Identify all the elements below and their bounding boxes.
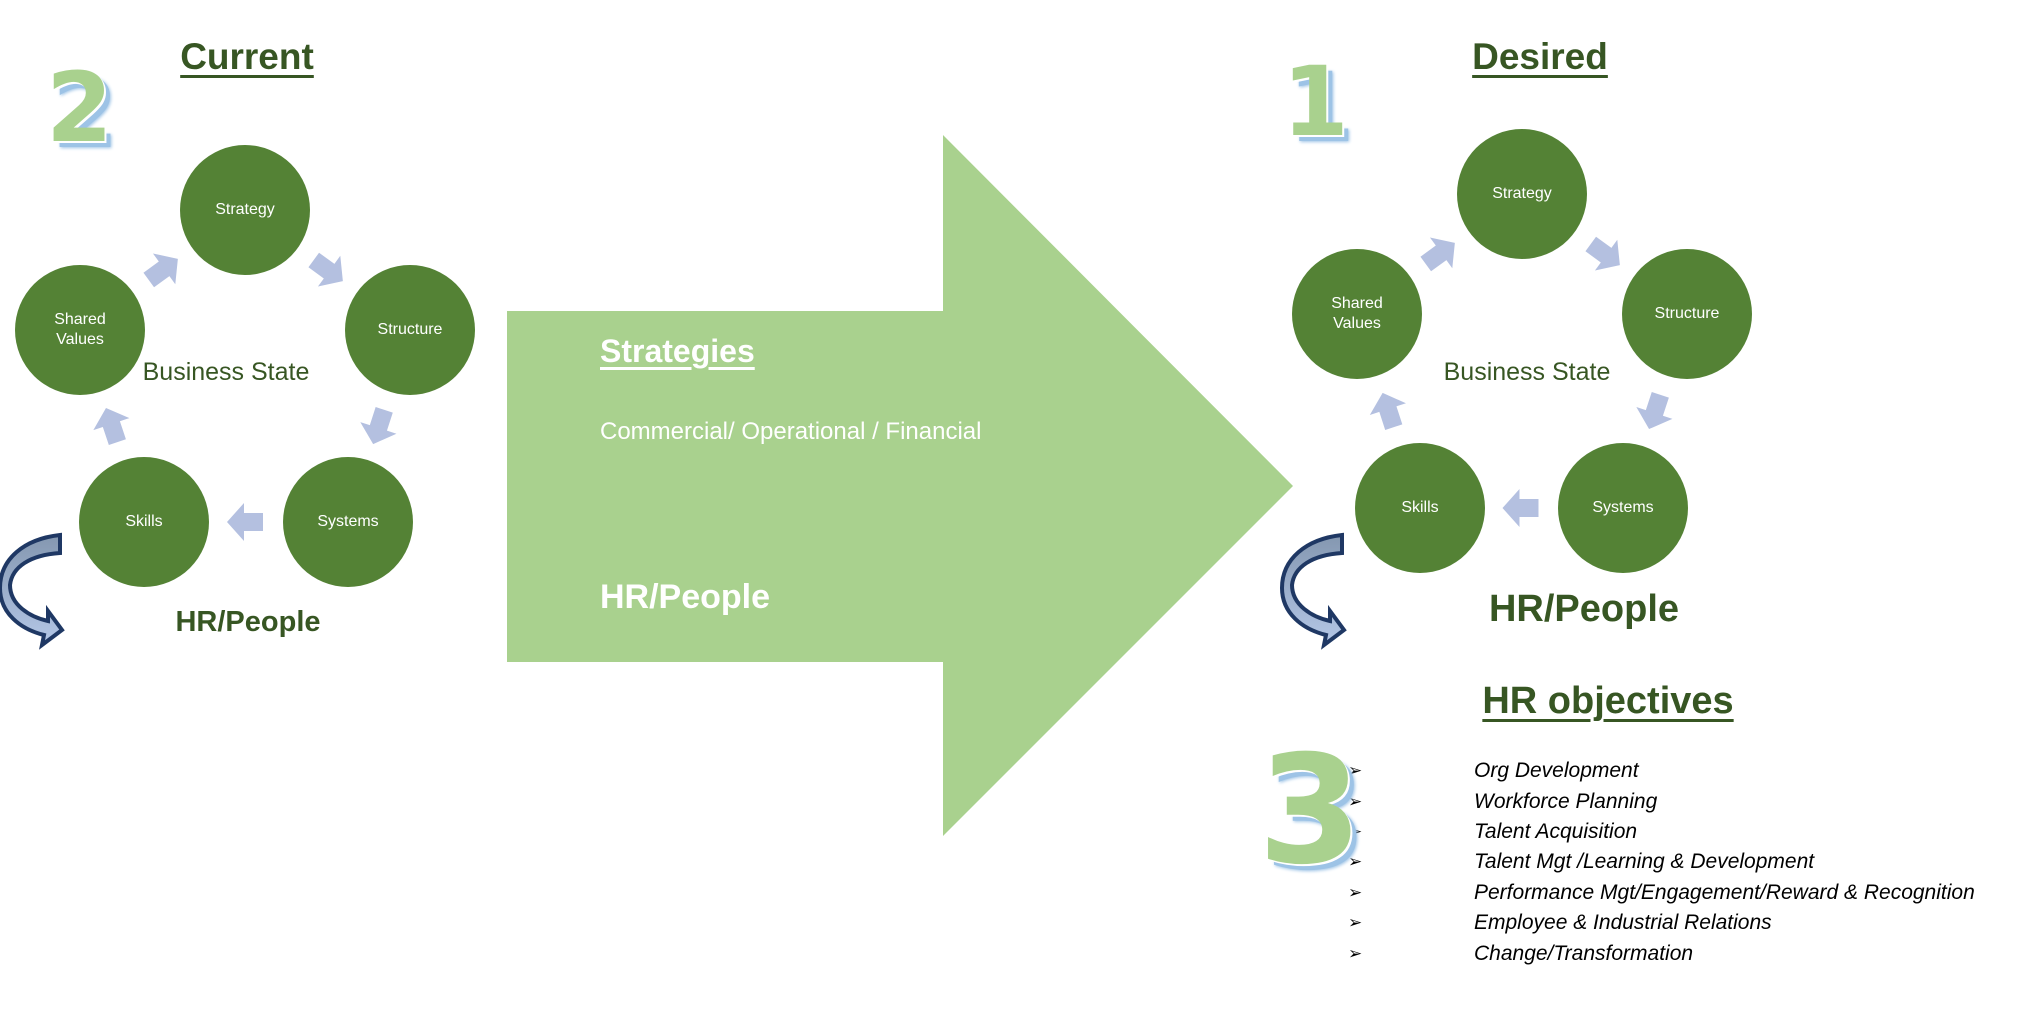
current-cycle-arrow-icon [93,407,130,445]
desired-cycle-arrow-icon [1420,237,1455,272]
desired-cycle-arrow-icon [1502,489,1539,527]
strategies-subtitle: Commercial/ Operational / Financial [600,418,982,445]
current-node-systems: Systems [283,457,413,587]
desired-cycle-arrow-icon [1585,236,1620,271]
arrow-bullet-icon: ➢ [1348,852,1363,872]
objective-text: Org Development [1474,759,1639,783]
step-number-3: 3 [1258,724,1363,898]
desired-node-strategy: Strategy [1457,129,1587,259]
objective-text: Talent Acquisition [1474,819,1638,843]
current-node-shared-values: Shared Values [15,265,145,395]
current-node-structure: Structure [345,265,475,395]
arrow-bullet-icon: ➢ [1348,821,1363,841]
desired-heading: Desired [1472,36,1608,77]
current-cycle-arrow-icon [143,253,178,288]
desired-node-systems: Systems [1558,443,1688,573]
list-item: ➢ Talent Acquisition [1340,817,1975,847]
arrow-bullet-icon: ➢ [1348,761,1363,781]
list-item: ➢ Org Development [1340,756,1975,786]
current-hr-people-label: HR/People [175,606,321,638]
desired-node-structure: Structure [1622,249,1752,379]
list-item: ➢ Change/Transformation [1340,938,1975,968]
current-cycle-arrow-icon [308,252,343,287]
curved-arrow-left-icon [0,532,65,650]
arrow-bullet-icon: ➢ [1348,882,1363,902]
strategies-title: Strategies [600,333,755,369]
desired-cycle-arrow-icon [1369,392,1406,430]
step-number-1: 1 [1282,46,1349,158]
desired-business-state-label: Business State [1443,358,1611,386]
desired-cycle-arrow-icon [1636,392,1673,430]
current-business-state-label: Business State [142,358,310,386]
current-node-strategy: Strategy [180,145,310,275]
desired-hr-people-label: HR/People [1488,588,1680,630]
desired-node-skills: Skills [1355,443,1485,573]
current-cycle-arrow-icon [227,503,263,541]
step-number-2: 2 [46,52,113,164]
list-item: ➢ Performance Mgt/Engagement/Reward & Rec… [1340,878,1975,908]
objective-text: Workforce Planning [1474,789,1658,813]
objective-text: Talent Mgt /Learning & Development [1474,850,1815,874]
current-cycle-arrow-icon [360,407,397,445]
current-node-skills: Skills [79,457,209,587]
objective-text: Employee & Industrial Relations [1474,911,1772,935]
hr-objectives-list: ➢ Org Development ➢ Workforce Planning ➢ Ta… [1340,756,1975,969]
list-item: ➢ Employee & Industrial Relations [1340,908,1975,938]
list-item: ➢ Talent Mgt /Learning & Development [1340,847,1975,877]
objective-text: Performance Mgt/Engagement/Reward & Reco… [1474,880,1975,904]
arrow-hr-people-label: HR/People [600,578,771,616]
curved-arrow-right-icon [1279,532,1347,650]
current-heading: Current [180,36,314,77]
big-right-arrow-icon [507,135,1293,836]
arrow-bullet-icon: ➢ [1348,943,1363,963]
desired-node-shared-values: Shared Values [1292,249,1422,379]
objective-text: Change/Transformation [1474,941,1694,965]
arrow-bullet-icon: ➢ [1348,913,1363,933]
arrow-bullet-icon: ➢ [1348,791,1363,811]
hr-objectives-heading: HR objectives [1482,680,1734,722]
list-item: ➢ Workforce Planning [1340,786,1975,816]
